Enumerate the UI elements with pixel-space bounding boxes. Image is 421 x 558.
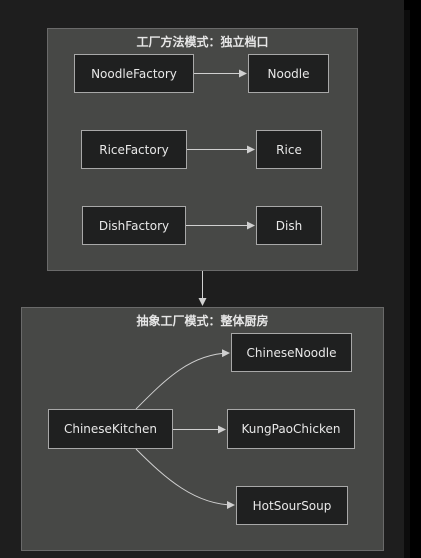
node-dish[interactable]: Dish <box>256 206 322 245</box>
scrollbar-track <box>404 10 410 558</box>
node-rice[interactable]: Rice <box>256 130 322 169</box>
node-rice-factory[interactable]: RiceFactory <box>81 130 187 169</box>
node-kung-pao-chicken[interactable]: KungPaoChicken <box>227 409 355 449</box>
node-chinese-kitchen[interactable]: ChineseKitchen <box>48 409 173 449</box>
node-noodle[interactable]: Noodle <box>248 54 329 93</box>
node-dish-factory[interactable]: DishFactory <box>82 206 186 245</box>
cluster-abstract-factory-title: 抽象工厂模式：整体厨房 <box>136 314 269 328</box>
node-noodle-factory[interactable]: NoodleFactory <box>74 54 194 93</box>
node-hot-sour-soup[interactable]: HotSourSoup <box>236 486 348 525</box>
node-chinese-noodle[interactable]: ChineseNoodle <box>231 333 352 372</box>
cluster-factory-method-title: 工厂方法模式：独立档口 <box>136 35 269 49</box>
